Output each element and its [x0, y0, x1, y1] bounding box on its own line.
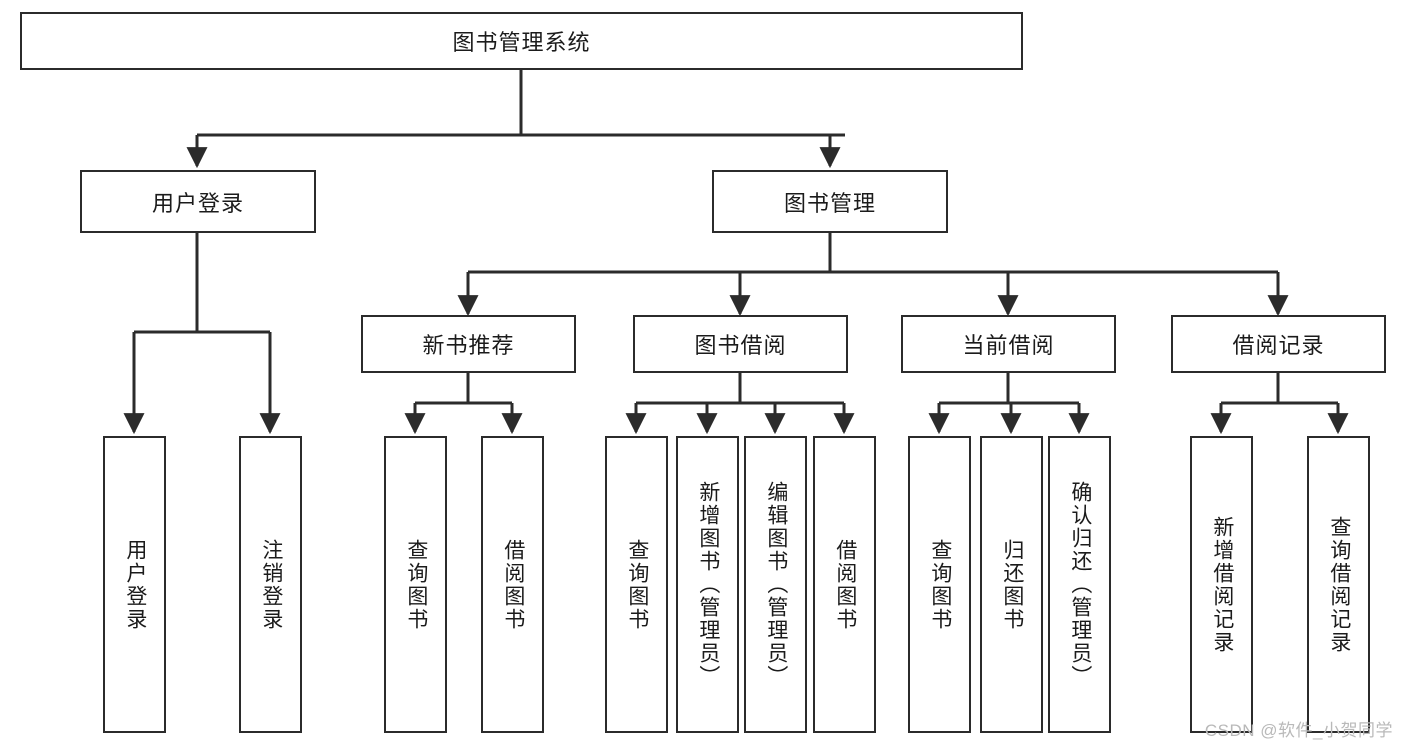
leaf-user-login[interactable]: 用户登录: [103, 436, 166, 733]
leaf-logout[interactable]: 注销登录: [239, 436, 302, 733]
leaf-label: 归还图书: [1000, 538, 1024, 631]
leaf-label: 借阅图书: [833, 538, 857, 631]
leaf-add-borrow-record[interactable]: 新增借阅记录: [1190, 436, 1253, 733]
leaf-edit-book-admin[interactable]: 编辑图书（管理员）: [744, 436, 807, 733]
node-current-borrow-label: 当前借阅: [962, 333, 1055, 358]
node-root-label: 图书管理系统: [452, 30, 591, 55]
leaf-label: 注销登录: [259, 538, 283, 631]
leaf-borrow-book-newbook[interactable]: 借阅图书: [481, 436, 544, 733]
node-borrow-record[interactable]: 借阅记录: [1171, 315, 1386, 373]
node-user-login-label: 用户登录: [151, 190, 244, 216]
leaf-label: 查询借阅记录: [1327, 515, 1351, 654]
node-book-manage[interactable]: 图书管理: [712, 170, 948, 233]
leaf-label: 查询图书: [404, 538, 428, 631]
leaf-label: 确认归还（管理员）: [1068, 481, 1092, 688]
leaf-label: 用户登录: [123, 538, 147, 631]
leaf-query-borrow-record[interactable]: 查询借阅记录: [1307, 436, 1370, 733]
leaf-label: 新增借阅记录: [1210, 515, 1234, 654]
csdn-watermark: CSDN @软件_小贺同学: [1204, 721, 1393, 740]
leaf-return-book[interactable]: 归还图书: [980, 436, 1043, 733]
node-new-book-recommend[interactable]: 新书推荐: [361, 315, 576, 373]
node-user-login[interactable]: 用户登录: [80, 170, 316, 233]
node-current-borrow[interactable]: 当前借阅: [901, 315, 1116, 373]
node-new-book-recommend-label: 新书推荐: [422, 333, 515, 358]
leaf-label: 查询图书: [625, 538, 649, 631]
node-root[interactable]: 图书管理系统: [20, 12, 1023, 70]
leaf-add-book-admin[interactable]: 新增图书（管理员）: [676, 436, 739, 733]
leaf-query-book-borrow[interactable]: 查询图书: [605, 436, 668, 733]
leaf-confirm-return-admin[interactable]: 确认归还（管理员）: [1048, 436, 1111, 733]
leaf-label: 编辑图书（管理员）: [764, 481, 788, 688]
leaf-label: 查询图书: [928, 538, 952, 631]
node-book-borrow[interactable]: 图书借阅: [633, 315, 848, 373]
leaf-label: 新增图书（管理员）: [696, 481, 720, 688]
leaf-label: 借阅图书: [501, 538, 525, 631]
leaf-query-book-current[interactable]: 查询图书: [908, 436, 971, 733]
leaf-borrow-book-borrow[interactable]: 借阅图书: [813, 436, 876, 733]
leaf-query-book-newbook[interactable]: 查询图书: [384, 436, 447, 733]
node-borrow-record-label: 借阅记录: [1232, 333, 1325, 358]
node-book-manage-label: 图书管理: [783, 190, 876, 216]
node-book-borrow-label: 图书借阅: [694, 333, 787, 358]
